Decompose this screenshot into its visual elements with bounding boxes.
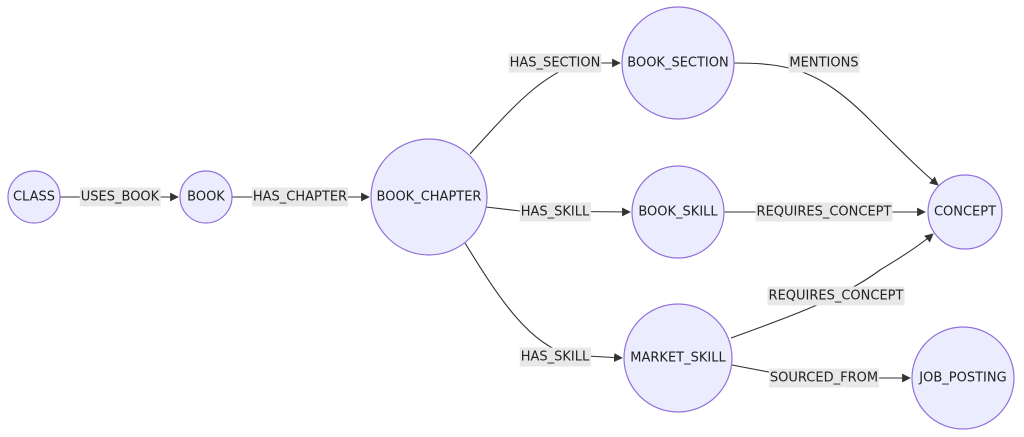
node-market-skill[interactable]: MARKET_SKILL	[623, 303, 733, 413]
edge-label-background	[519, 202, 592, 222]
node-circle	[631, 165, 725, 259]
edge-label: HAS_SKILL	[519, 347, 592, 367]
edge-label-text: REQUIRES_CONCEPT	[769, 289, 904, 304]
edge-label: REQUIRES_CONCEPT	[767, 286, 905, 306]
edge-label-background	[768, 368, 880, 388]
node-circle	[911, 326, 1015, 430]
node-circle	[179, 170, 233, 224]
edge-label: HAS_CHAPTER	[251, 187, 349, 207]
edge-label-background	[508, 53, 602, 73]
node-label: BOOK_CHAPTER	[377, 190, 482, 205]
node-circle	[370, 138, 488, 256]
edge-label-background	[767, 286, 905, 306]
edge-label-text: HAS_SECTION	[510, 56, 601, 71]
edge-label-text: HAS_CHAPTER	[253, 190, 347, 205]
node-book-section[interactable]: BOOK_SECTION	[621, 6, 735, 120]
node-book-skill[interactable]: BOOK_SKILL	[631, 165, 725, 259]
node-label: JOB_POSTING	[918, 371, 1006, 386]
edge-label: SOURCED_FROM	[768, 368, 880, 388]
edge-line	[469, 58, 621, 155]
edge-label-background	[519, 347, 592, 367]
edge-book-section-to-concept	[733, 62, 939, 186]
edge-label: MENTIONS	[788, 53, 860, 73]
edge-label-background	[788, 53, 860, 73]
node-label: BOOK	[187, 190, 225, 205]
edge-label-text: HAS_SKILL	[521, 350, 590, 365]
edge-market-skill-to-concept	[730, 233, 934, 339]
node-concept[interactable]: CONCEPT	[927, 174, 1003, 250]
edge-book-chapter-to-market-skill	[464, 242, 623, 362]
edge-label-text: MENTIONS	[789, 56, 858, 71]
edge-label: HAS_SECTION	[508, 53, 602, 73]
edge-line	[730, 233, 934, 339]
node-label: MARKET_SKILL	[630, 351, 726, 366]
edge-label-text: HAS_SKILL	[521, 205, 590, 220]
edge-line	[464, 242, 623, 362]
node-label: BOOK_SKILL	[638, 205, 718, 220]
node-label: CLASS	[13, 190, 55, 205]
node-circle	[7, 170, 61, 224]
node-class[interactable]: CLASS	[7, 170, 61, 224]
edge-label: HAS_SKILL	[519, 202, 592, 222]
edge-line	[733, 62, 939, 186]
edge-label-text: USES_BOOK	[81, 190, 160, 205]
edge-book-chapter-to-book-section	[469, 58, 621, 155]
edge-label-text: SOURCED_FROM	[770, 371, 878, 386]
node-book[interactable]: BOOK	[179, 170, 233, 224]
edge-label-background	[79, 187, 161, 207]
edge-label-background	[251, 187, 349, 207]
edge-label: USES_BOOK	[79, 187, 161, 207]
node-job-posting[interactable]: JOB_POSTING	[911, 326, 1015, 430]
node-label: CONCEPT	[934, 205, 996, 220]
node-circle	[623, 303, 733, 413]
edge-label-text: REQUIRES_CONCEPT	[757, 205, 892, 220]
node-circle	[927, 174, 1003, 250]
edge-label: REQUIRES_CONCEPT	[755, 202, 893, 222]
node-label: BOOK_SECTION	[627, 56, 728, 71]
edge-label-background	[755, 202, 893, 222]
node-book-chapter[interactable]: BOOK_CHAPTER	[370, 138, 488, 256]
node-circle	[621, 6, 735, 120]
